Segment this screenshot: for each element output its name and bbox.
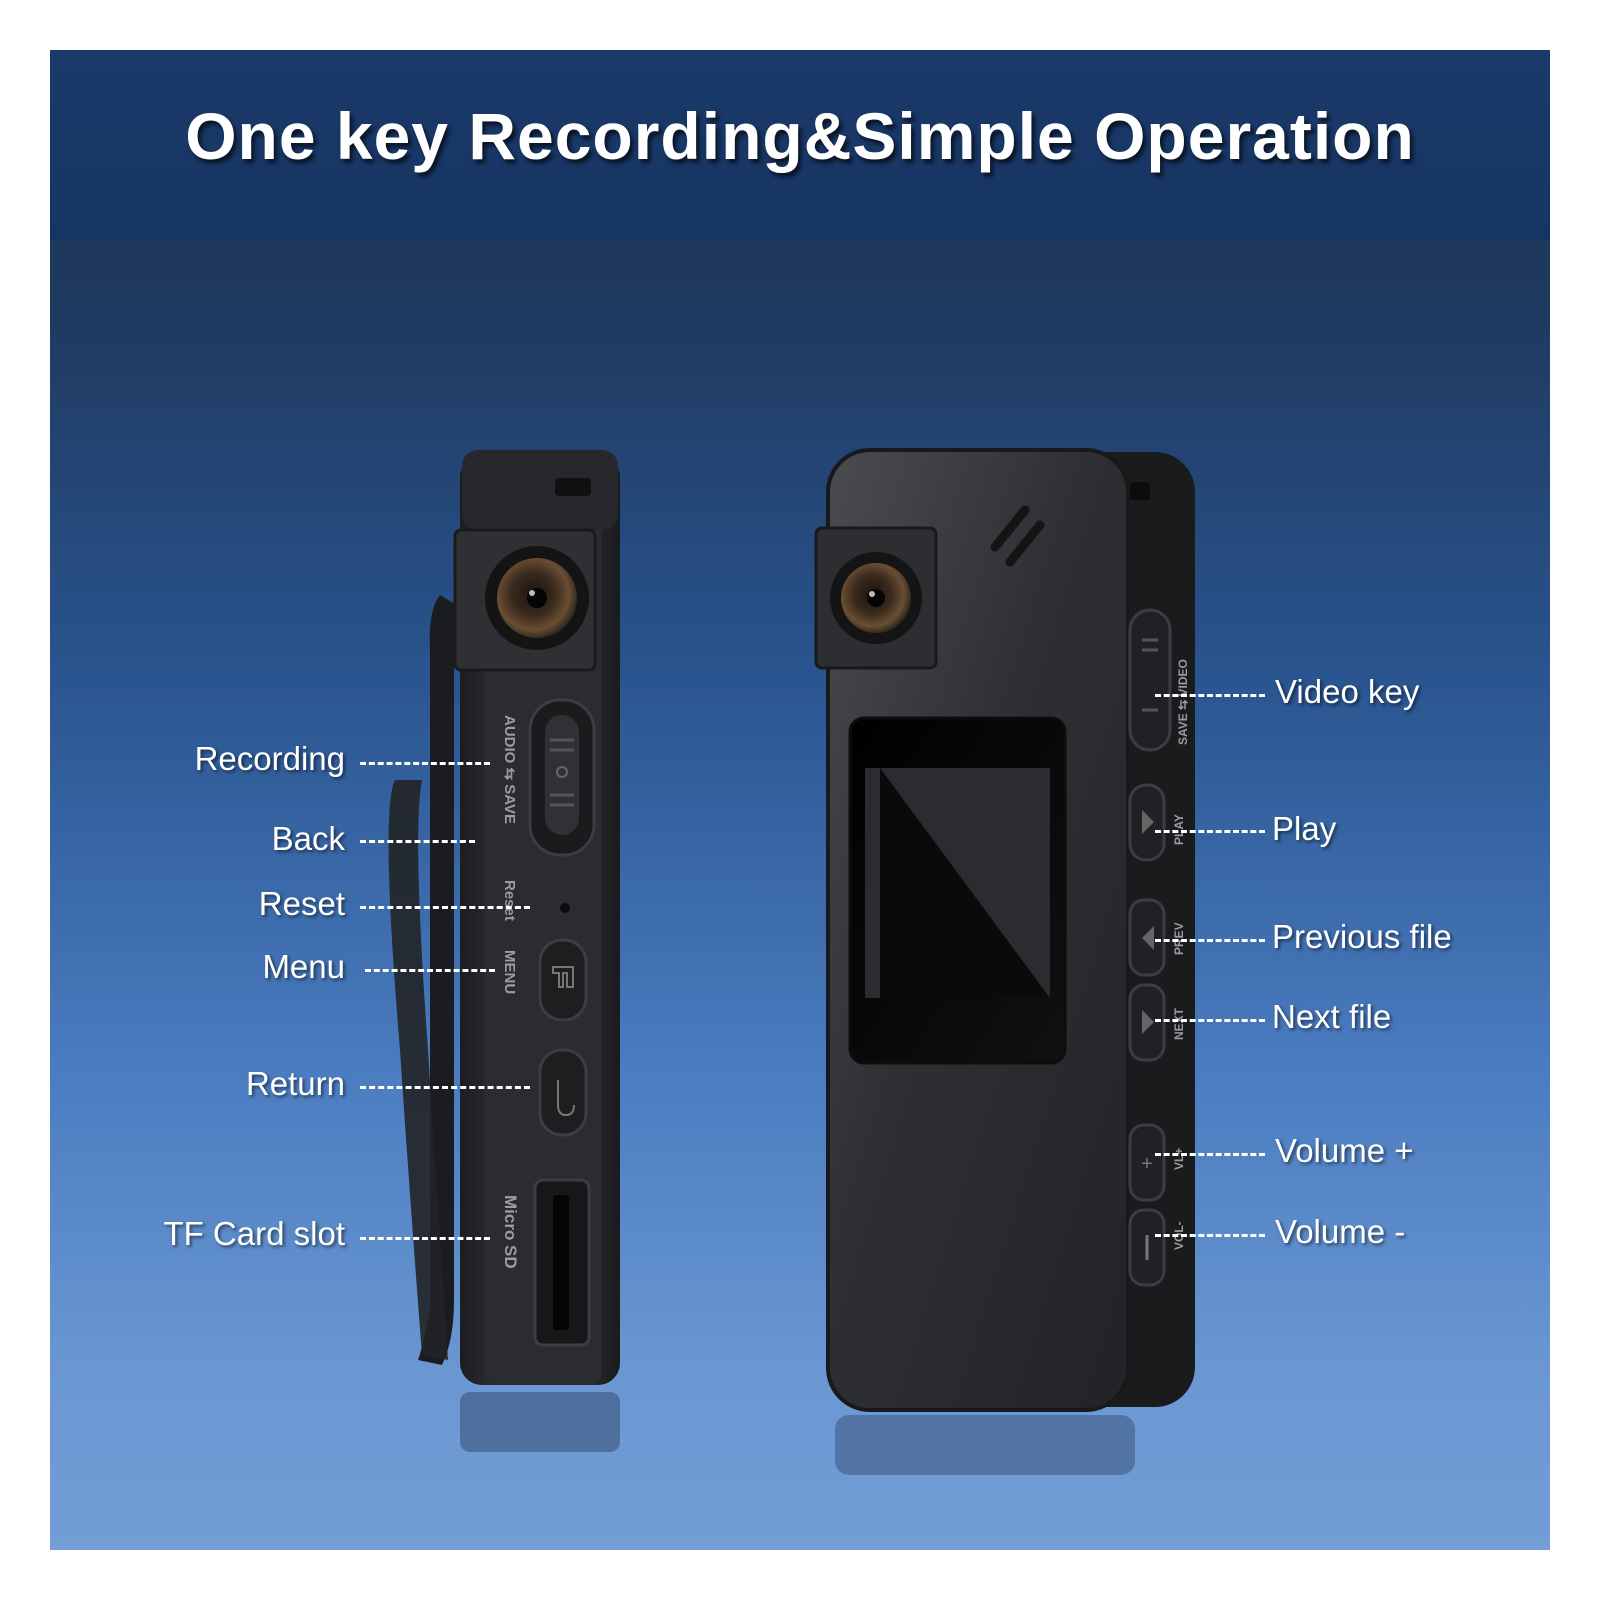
menu-icon bbox=[552, 966, 574, 988]
leader-video-key bbox=[1155, 694, 1265, 697]
speaker-grill-icon bbox=[990, 505, 1030, 552]
leader-back bbox=[360, 840, 475, 843]
label-menu: Menu bbox=[262, 948, 345, 985]
label-volume-plus: Volume + bbox=[1275, 1132, 1414, 1169]
label-previous-file: Previous file bbox=[1272, 918, 1452, 955]
label-return: Return bbox=[245, 1065, 345, 1102]
leader-return bbox=[360, 1086, 530, 1089]
play-engraving: PLAY bbox=[1172, 814, 1186, 845]
previous-icon bbox=[1142, 926, 1154, 950]
label-volume-minus: Volume - bbox=[1275, 1213, 1406, 1250]
leader-play bbox=[1155, 830, 1265, 833]
volume-plus-button[interactable] bbox=[1128, 1123, 1166, 1202]
return-button[interactable] bbox=[538, 1048, 588, 1137]
leader-recording bbox=[360, 762, 490, 765]
top-port bbox=[555, 478, 591, 496]
label-recording: Recording bbox=[194, 740, 345, 777]
play-icon bbox=[1142, 810, 1154, 834]
label-reset: Reset bbox=[258, 885, 345, 922]
page-title: One key Recording&Simple Operation bbox=[185, 99, 1415, 173]
micro-sd-engraving: Micro SD bbox=[501, 1195, 520, 1269]
title-banner: One key Recording&Simple Operation bbox=[50, 50, 1550, 240]
reset-hole[interactable] bbox=[560, 903, 570, 913]
side-view-device: AUDIO ⇆ SAVE Reset MENU Micro SD bbox=[388, 450, 620, 1452]
prev-engraving: PREV bbox=[1172, 922, 1186, 955]
label-back: Back bbox=[271, 820, 345, 857]
leader-tf-card-slot bbox=[360, 1237, 490, 1240]
audio-save-engraving: AUDIO ⇆ SAVE bbox=[501, 715, 518, 824]
leader-volume-plus bbox=[1155, 1153, 1265, 1156]
belt-clip bbox=[418, 595, 465, 1365]
device-illustration: AUDIO ⇆ SAVE Reset MENU Micro SD bbox=[388, 448, 1195, 1475]
vol-plus-engraving: VL+ bbox=[1172, 1148, 1186, 1170]
next-engraving: NEXT bbox=[1172, 1007, 1186, 1040]
label-tf-card-slot: TF Card slot bbox=[163, 1215, 345, 1252]
label-video-key: Video key bbox=[1275, 673, 1420, 710]
plus-icon: + bbox=[1141, 1153, 1153, 1175]
leader-volume-minus bbox=[1155, 1234, 1265, 1237]
leader-menu bbox=[365, 969, 495, 972]
leader-reset bbox=[360, 906, 530, 909]
save-video-engraving: SAVE ⇆ VIDEO bbox=[1176, 659, 1190, 745]
video-key-button[interactable] bbox=[1128, 608, 1172, 752]
product-panel: One key Recording&Simple Operation bbox=[50, 50, 1550, 1550]
leader-previous-file bbox=[1155, 939, 1265, 942]
next-icon bbox=[1142, 1010, 1154, 1034]
label-play: Play bbox=[1272, 810, 1337, 847]
front-view-device: + SAVE ⇆ VIDEO PLAY PREV NEXT VL+ VOL- bbox=[814, 448, 1195, 1475]
return-icon bbox=[557, 1080, 575, 1117]
menu-engraving: MENU bbox=[501, 950, 518, 994]
label-next-file: Next file bbox=[1272, 998, 1392, 1035]
leader-next-file bbox=[1155, 1019, 1265, 1022]
reset-engraving: Reset bbox=[501, 880, 518, 921]
